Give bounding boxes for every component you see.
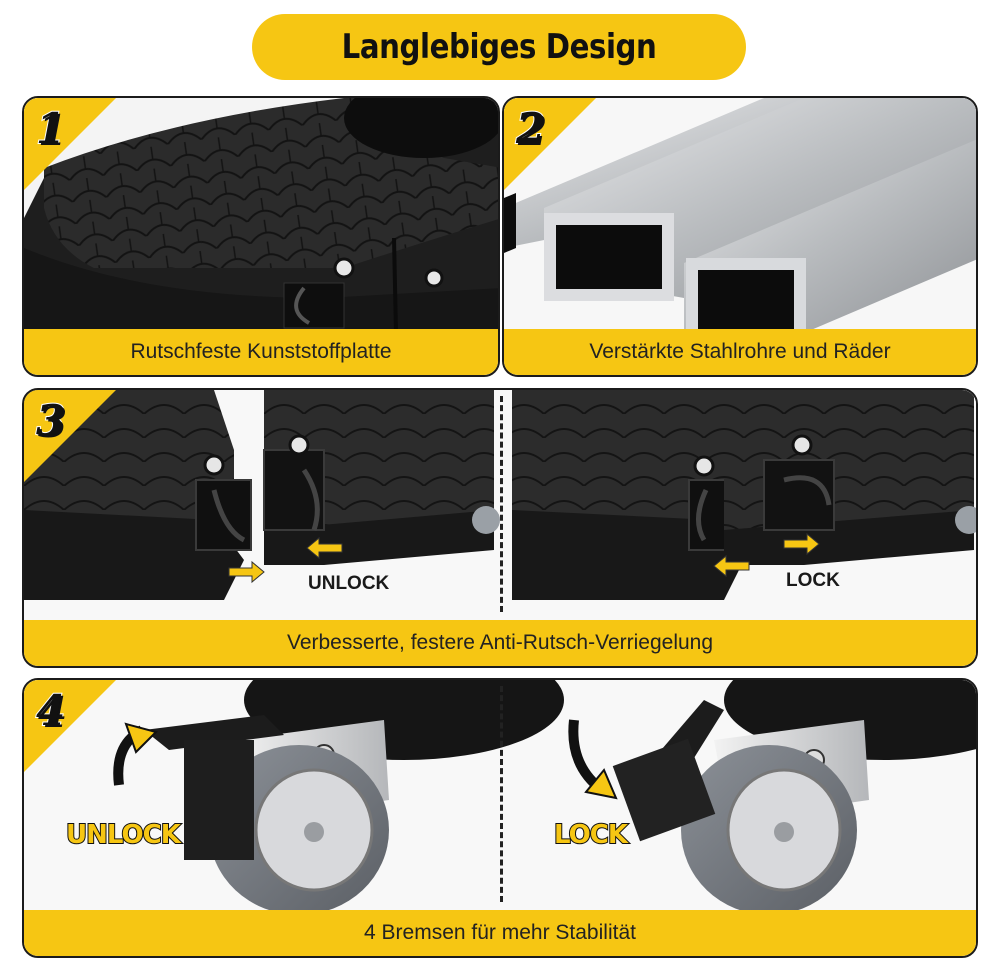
panel-steel-tubes: 2 Verstärkte Stahlrohre und Räder [502,96,978,377]
lock-label: LOCK [553,819,629,851]
corner-badge [24,98,116,190]
panel-brakes: 4 UNLOCK LOCK 4 Bremsen für mehr Stabili… [22,678,978,958]
panel-number: 4 [35,685,66,736]
panel-anti-slip-lock: 3 UNLOCK LOCK Verbesserte, festere Anti-… [22,388,978,668]
corner-badge [504,98,596,190]
panel-number: 3 [35,395,66,446]
panel-plastic-plate: 1 Rutschfeste Kunststoffplatte [22,96,500,377]
plastic-plate-illustration [24,98,498,333]
title-banner: Langlebiges Design [252,14,746,80]
page-title: Langlebiges Design [341,27,657,67]
arrow-down-icon [584,768,618,800]
panel-number: 1 [35,103,66,154]
arrow-left-icon [713,554,750,578]
arrow-left-icon [306,536,343,560]
arrow-right-icon [783,532,820,556]
unlock-label: UNLOCK [308,573,390,594]
panel-caption: Verbesserte, festere Anti-Rutsch-Verrieg… [24,620,976,666]
dashed-divider [500,686,503,902]
corner-badge [24,680,116,772]
panel-caption: 4 Bremsen für mehr Stabilität [24,910,976,956]
arrow-up-icon [124,722,158,754]
panel-caption: Rutschfeste Kunststoffplatte [24,329,498,375]
unlock-label: UNLOCK [65,819,182,851]
lock-label: LOCK [786,570,840,591]
corner-badge [24,390,116,482]
arrow-right-icon [228,560,265,584]
panel-caption: Verstärkte Stahlrohre und Räder [504,329,976,375]
panel-number: 2 [515,103,546,154]
dashed-divider [500,396,503,612]
